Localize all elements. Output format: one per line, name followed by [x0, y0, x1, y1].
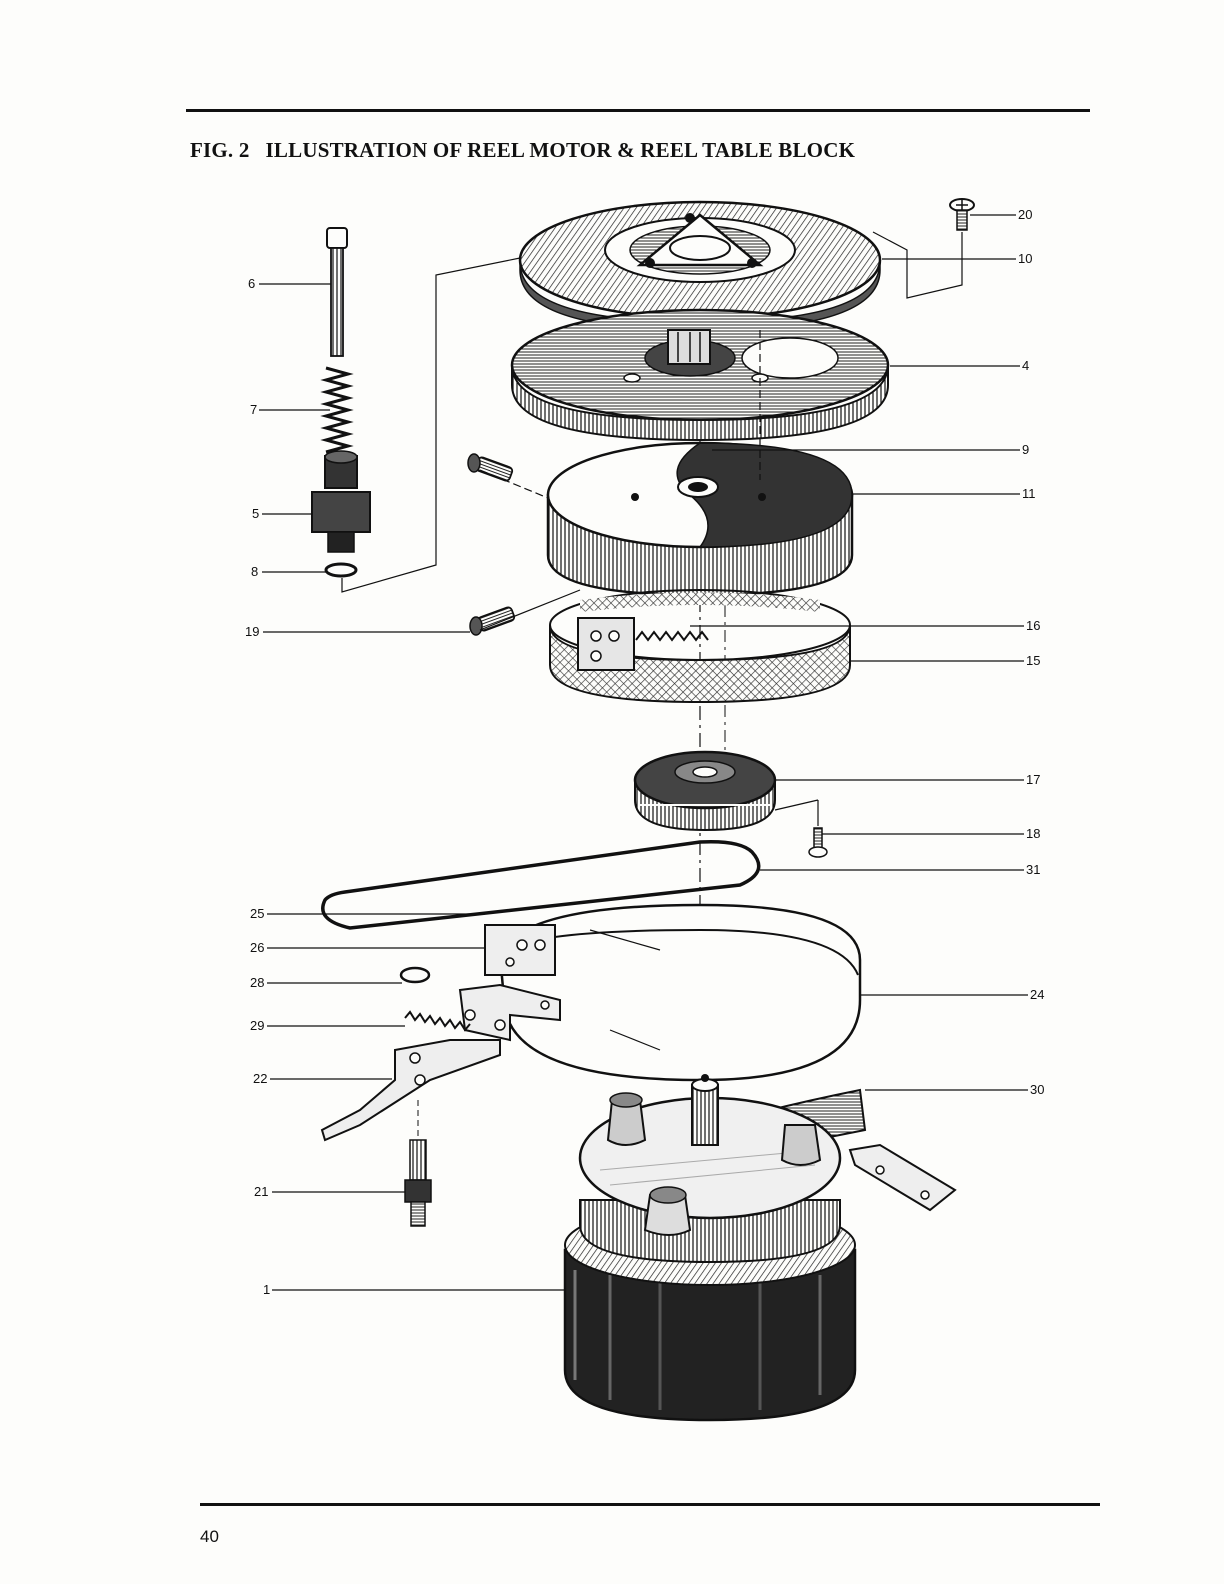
callout-17: 17	[1026, 772, 1040, 787]
callout-1: 1	[263, 1282, 270, 1297]
callout-29: 29	[250, 1018, 264, 1033]
reel-disc-part-4	[512, 310, 888, 440]
brake-arm-part-22	[322, 1040, 500, 1140]
callout-7: 7	[250, 402, 257, 417]
screw-part-19	[470, 606, 515, 635]
callout-6: 6	[248, 276, 255, 291]
ring-part-8	[326, 564, 356, 576]
callout-21: 21	[254, 1184, 268, 1199]
callout-9: 9	[1022, 442, 1029, 457]
bottom-rule	[200, 1503, 1100, 1506]
screw-part-18	[809, 828, 827, 857]
reel-drum-part-11	[548, 443, 852, 595]
callout-11: 11	[1022, 486, 1036, 501]
callout-15: 15	[1026, 653, 1040, 668]
callout-19: 19	[245, 624, 259, 639]
callout-28: 28	[250, 975, 264, 990]
callout-30: 30	[1030, 1082, 1044, 1097]
reel-motor-part-1	[565, 1074, 855, 1420]
page-number: 40	[200, 1527, 219, 1547]
shaft-part-6	[327, 228, 347, 356]
spring-part-29	[405, 1012, 470, 1030]
callout-4: 4	[1022, 358, 1029, 373]
clip-part-28	[401, 968, 429, 982]
post-part-21	[405, 1100, 431, 1226]
callout-26: 26	[250, 940, 264, 955]
bracket-plate-part-26	[485, 925, 555, 975]
bushing-part-5	[312, 451, 370, 552]
callout-24: 24	[1030, 987, 1044, 1002]
callout-22: 22	[253, 1071, 267, 1086]
screw-upper	[468, 454, 513, 482]
callout-10: 10	[1018, 251, 1032, 266]
callout-8: 8	[251, 564, 258, 579]
callout-18: 18	[1026, 826, 1040, 841]
callout-25: 25	[250, 906, 264, 921]
callout-5: 5	[252, 506, 259, 521]
pulley-part-17	[635, 752, 775, 830]
callout-16: 16	[1026, 618, 1040, 633]
callout-31: 31	[1026, 862, 1040, 877]
callout-20: 20	[1018, 207, 1032, 222]
